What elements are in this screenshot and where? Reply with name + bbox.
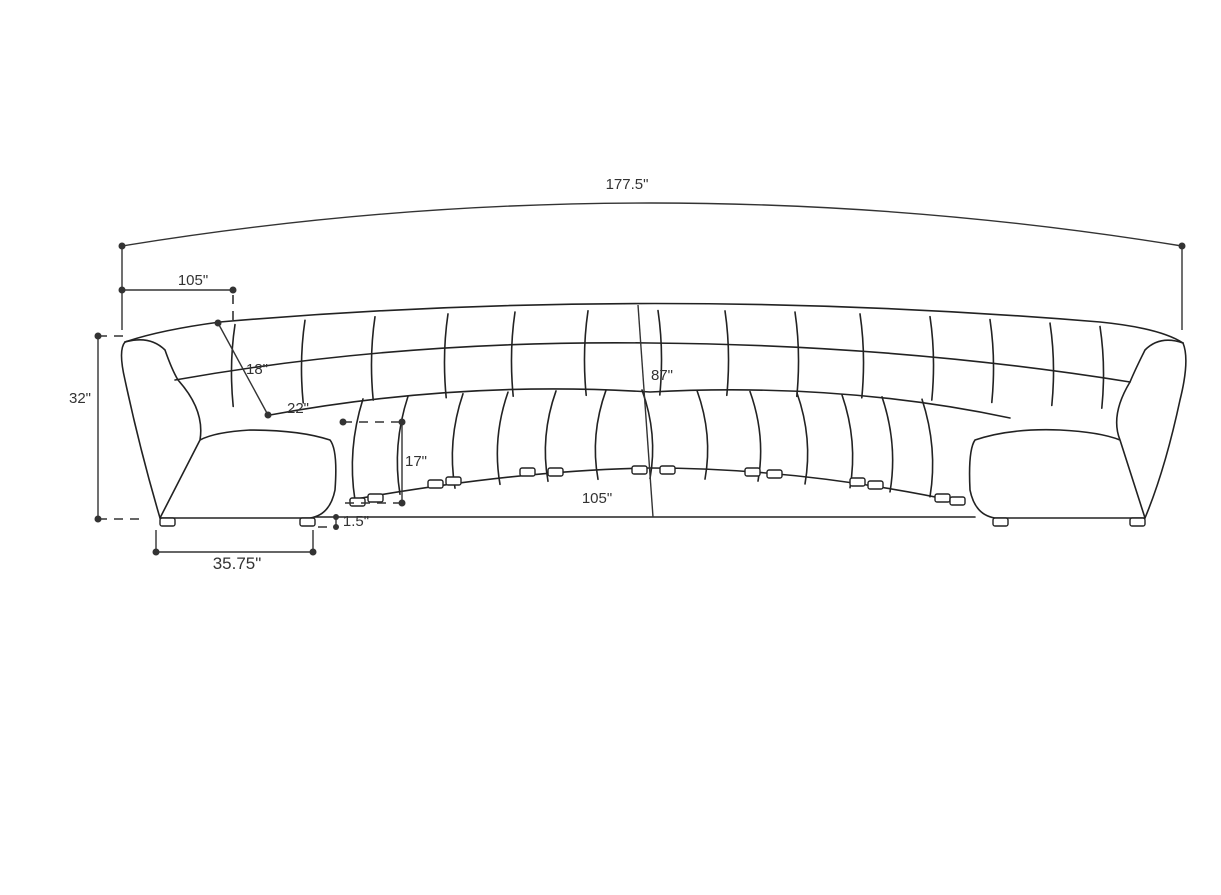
sofa-feet — [159, 465, 1146, 527]
back-tuft-line — [230, 323, 236, 408]
seat-tuft-line — [881, 396, 894, 493]
overall-width-label: 177.5" — [606, 176, 649, 193]
back-tuft-line — [510, 311, 516, 398]
back-tuft-line — [724, 310, 730, 397]
back-tuft-line — [443, 313, 449, 399]
height-dimension: 32" — [69, 332, 140, 523]
sofa-foot — [427, 479, 444, 489]
sofa-foot — [1129, 517, 1146, 527]
seat-height-label: 17" — [405, 453, 427, 470]
sofa-foot — [934, 493, 951, 503]
sofa-foot — [766, 469, 783, 479]
height-label: 32" — [69, 390, 91, 407]
seat-tuft-line — [544, 390, 557, 483]
sofa-foot — [159, 517, 176, 527]
sofa-foot — [949, 496, 966, 506]
seat-tuft-line — [594, 389, 607, 481]
back-depth-label: 18" — [246, 361, 268, 378]
back-tuft-line — [794, 311, 800, 398]
arm-module-width-dimension: 35.75" — [152, 530, 317, 573]
module-width-dimension: 105" — [118, 272, 237, 322]
seat-tuft-line — [451, 392, 464, 489]
seat-tuft-line — [396, 395, 409, 496]
sofa-foot — [299, 517, 316, 527]
seat-tuft-line — [796, 392, 809, 485]
seat-tuft-line — [841, 394, 854, 489]
inner-width-label: 105" — [582, 490, 612, 507]
module-width-label: 105" — [178, 272, 208, 289]
sofa-outline — [120, 302, 1187, 527]
seat-tuft-line — [696, 389, 709, 480]
sofa-foot — [445, 476, 462, 486]
overall-depth-dimension: 87" — [637, 304, 673, 518]
sofa-foot — [992, 517, 1009, 527]
seat-tuft-line — [351, 398, 364, 502]
back-tuft-line — [1099, 325, 1105, 409]
sofa-foot — [519, 467, 536, 477]
overall-depth-label: 87" — [651, 367, 673, 384]
sofa-foot — [867, 480, 884, 490]
leg-height-dimension: 1.5" — [318, 513, 369, 530]
back-tuft-line — [300, 319, 306, 404]
seat-tuft-line — [921, 398, 934, 498]
back-tuft-line — [1049, 322, 1055, 407]
sofa-foot — [349, 497, 366, 507]
back-depth-dimension: 18" — [214, 319, 272, 419]
seat-tuft-line — [496, 391, 509, 486]
back-tuft-line — [657, 309, 663, 396]
seat-depth-label: 22" — [287, 400, 309, 417]
sofa-foot — [659, 465, 676, 475]
seat-height-dimension: 17" — [339, 418, 427, 507]
arm-module-width-label: 35.75" — [213, 554, 262, 573]
back-tuft-line — [989, 318, 995, 404]
overall-width-dimension: 177.5" — [118, 176, 1186, 330]
sofa-foot — [744, 467, 761, 477]
sofa-foot — [849, 477, 866, 487]
sofa-foot — [631, 465, 648, 475]
leg-height-label: 1.5" — [343, 513, 369, 530]
back-tuft-line — [370, 315, 376, 401]
sofa-foot — [547, 467, 564, 477]
sofa-foot — [367, 493, 384, 503]
seat-depth-dimension: 22" — [287, 400, 309, 417]
back-tuft-line — [859, 313, 865, 399]
back-tuft-line — [929, 315, 935, 401]
back-tuft-line — [583, 310, 589, 397]
tufting-lines — [230, 309, 1105, 502]
